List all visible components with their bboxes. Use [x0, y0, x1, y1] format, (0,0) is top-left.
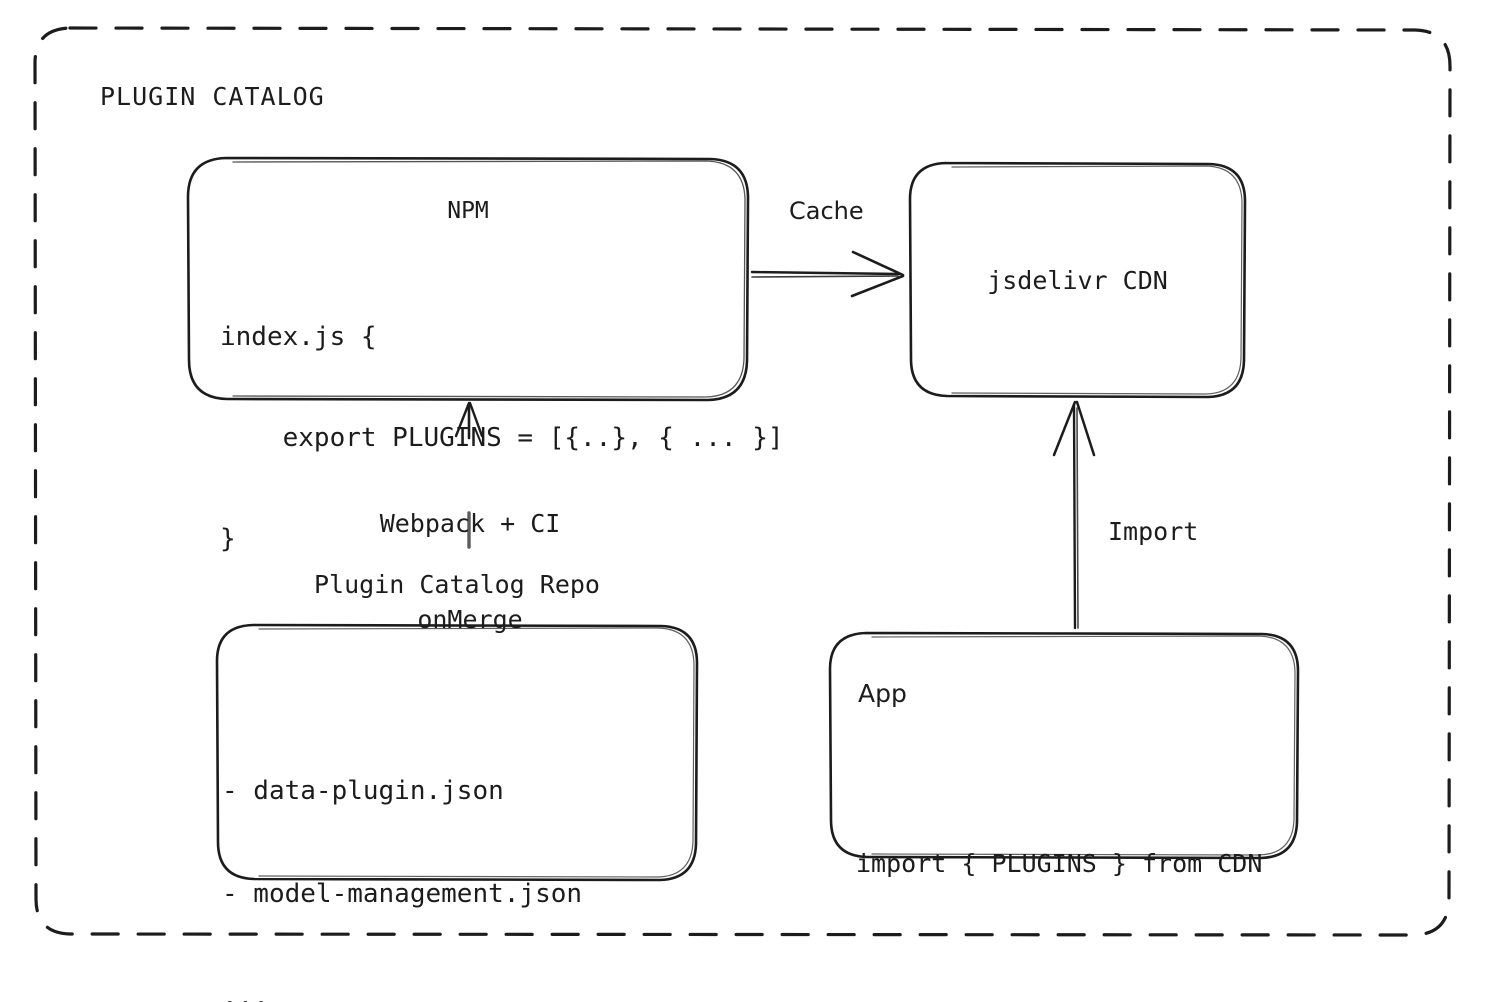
build-arrow	[454, 401, 484, 549]
app-code-block: import { PLUGINS } from CDN PLUGINS.forE…	[856, 735, 1262, 1002]
app-box-title: App	[858, 679, 907, 708]
frame-border	[33, 26, 1452, 937]
repo-box-caption: Plugin Catalog Repo	[314, 570, 600, 599]
build-edge-label-line1: Webpack + CI	[379, 509, 561, 538]
cdn-box-outline	[908, 161, 1247, 399]
npm-code-line: index.js {	[220, 321, 377, 352]
list-item: - data-plugin.json	[222, 775, 504, 806]
repo-file-list: - data-plugin.json - model-management.js…	[222, 705, 582, 1002]
repo-box-outline	[215, 623, 699, 882]
npm-code-line: export PLUGINS = [{..}, { ... }]	[220, 422, 784, 453]
app-code-line: PLUGINS.forEach {}	[856, 991, 1262, 1002]
npm-box-outline	[186, 156, 750, 402]
app-box-outline	[828, 631, 1300, 860]
import-arrow	[1052, 400, 1096, 630]
page-title: PLUGIN CATALOG	[100, 82, 325, 111]
build-edge-label-line2: onMerge	[417, 605, 523, 634]
import-edge-label: Import	[1108, 517, 1199, 546]
cache-edge-label: Cache	[789, 197, 864, 225]
build-edge-label: Webpack + CI onMerge	[330, 444, 610, 700]
cache-arrow	[750, 250, 905, 298]
cdn-box-title: jsdelivr CDN	[987, 266, 1168, 295]
list-item: - model-management.json	[222, 878, 583, 909]
list-item: ...	[222, 981, 269, 1002]
npm-code-line: }	[220, 524, 236, 555]
app-code-line: import { PLUGINS } from CDN	[856, 848, 1263, 878]
npm-box-title: NPM	[447, 198, 489, 224]
npm-code-block: index.js { export PLUGINS = [{..}, { ...…	[220, 253, 784, 625]
